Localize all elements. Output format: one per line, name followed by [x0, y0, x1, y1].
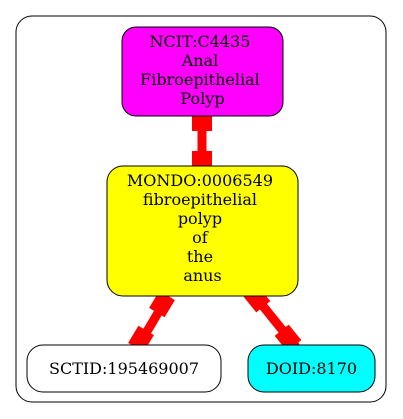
node-mondo-box	[106, 165, 299, 297]
node-mondo[interactable]: MONDO:0006549 fibroepithelial polyp of t…	[106, 165, 299, 297]
svg-text:MONDO:0006549 fibroepith: MONDO:0006549 fibroepithelial polyp of t…	[127, 171, 278, 285]
node-ncit-line: Anal	[181, 51, 219, 70]
svg-text:NCIT:C4435 Anal Fi: NCIT:C4435 Anal Fibroepithelial Polyp	[140, 32, 265, 108]
node-ncit[interactable]: NCIT:C4435 Anal Fibroepithelial Polyp	[121, 26, 284, 117]
node-mondo-line: anus	[183, 266, 221, 285]
node-ncit-line: NCIT:C4435	[149, 32, 250, 51]
node-sctid[interactable]: SCTID:195469007	[26, 344, 222, 393]
node-doid[interactable]: DOID:8170	[247, 344, 376, 393]
node-ncit-line: Fibroepithelial	[140, 70, 260, 89]
edge-ncit-to-mondo	[192, 113, 212, 169]
node-mondo-line: of	[192, 228, 209, 247]
node-sctid-box	[26, 344, 222, 393]
node-mondo-line: the	[187, 247, 213, 266]
svg-text:DOID:8170: DOID:8170	[266, 359, 357, 378]
node-ncit-box	[121, 26, 284, 117]
svg-text:SCTID:195469007: SCTID:195469007	[49, 359, 199, 378]
node-sctid-line: SCTID:195469007	[49, 359, 199, 378]
node-ncit-line: Polyp	[180, 89, 224, 108]
node-doid-box	[247, 344, 376, 393]
node-doid-line: DOID:8170	[266, 359, 357, 378]
node-mondo-line: polyp	[178, 209, 222, 228]
node-mondo-line: MONDO:0006549	[127, 171, 273, 190]
node-mondo-line: fibroepithelial	[143, 190, 257, 209]
